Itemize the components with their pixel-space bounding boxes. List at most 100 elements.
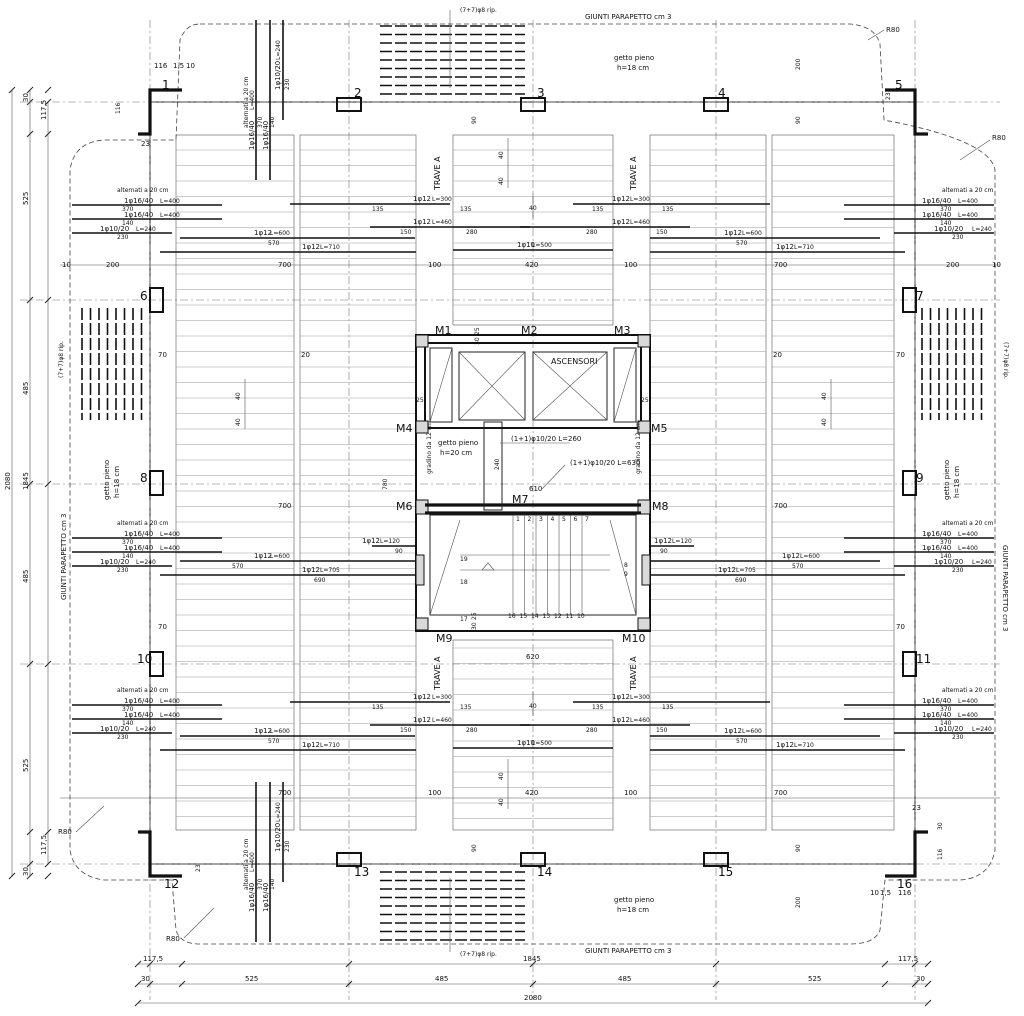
dim-700-ml: 700 [278,502,291,510]
core-d610: 610 [529,485,542,493]
wall-label-m5: M5 [651,422,668,435]
rebar-10-label: 1φ10/20 [934,558,963,566]
bottom-dimension-labels: 117,5 1845 117,5 30 525 485 485 525 30 2… [141,955,925,1002]
dim-116-d: 116 [937,848,944,860]
dim-100-l: 100 [428,261,441,269]
core-d25-top: 25 [474,327,481,335]
stair-step-1: 1 [516,516,520,523]
dim-420-b: 420 [525,789,538,797]
dim-90-c: 90 [471,844,478,852]
rebar-v-230: 230 [284,840,291,852]
dim-100-r: 100 [624,261,637,269]
dim-tick [924,999,932,1007]
rebar-12-460-r: 1φ12 [612,218,630,226]
trave-a-3: TRAVE A [433,656,442,691]
rebar-v-140: 140 [269,116,276,128]
giunti-left: GIUNTI PARAPETTO cm 3 [60,514,68,601]
rebar-40-b: 40 [498,798,505,806]
r80-tr: R80 [886,26,900,34]
rebar-12-300-rL: L=300 [630,196,650,203]
rebar-12-600-rL: L=600 [742,230,762,237]
rebar-12-710-l: 1φ12 [302,741,320,749]
wall-label-m4: M4 [396,422,413,435]
rebar-230: 230 [117,567,129,574]
wall-label-m3: M3 [614,324,631,337]
dim-420: 420 [525,261,538,269]
rebar-16-label-b: 1φ16/40 [124,711,153,719]
rebar-12-710-lL: L=710 [320,742,340,749]
rebar-v-370: 370 [257,116,264,128]
rebar-12-120-l: 1φ12 [362,537,380,545]
stair-arrow [481,562,495,571]
rebar-16-len-b: L=400 [160,212,180,219]
dim-15-b: 1,5 [880,889,891,897]
giunti-bottom: GIUNTI PARAPETTO cm 3 [585,947,672,955]
dim-tick [529,980,537,988]
dim-tick [345,980,353,988]
column-label-9: 9 [916,471,924,485]
stair-step-10: 10 [577,613,585,620]
bars78-bottom: (7+7)φ8 rip. [460,951,497,958]
rebar-16-len: L=400 [160,698,180,705]
rebar-12-600-r: 1φ12 [724,229,742,237]
core-h20: h=20 cm [440,449,472,457]
rebar-140: 140 [122,220,134,227]
bdim-1-a: 117,5 [143,955,163,963]
rebar-12-300-r: 1φ12 [612,195,630,203]
rebar-10-len: L=240 [136,226,156,233]
rebar-12-600-l: 1φ12 [254,229,272,237]
rebar-v-16: 1φ16/40 [248,883,256,912]
rebar-370: 370 [940,206,952,213]
rebar-40-b: 40 [498,177,505,185]
getto-left: getto pieno [103,460,111,500]
core-bar-260: (1+1)φ10/20 L=260 [511,435,581,443]
dim-23-d: 23 [195,864,202,872]
dim-70-c: 70 [158,623,167,631]
rebar-12-705-r: 1φ12 [718,566,736,574]
dim-200-t: 200 [795,58,802,70]
rebar-690-r: 690 [735,577,747,584]
column-label-16: 16 [897,877,912,891]
getto-top: getto pieno [614,54,654,62]
rebar-135-c: 135 [460,704,472,711]
dim-tick [26,296,34,304]
rebar-16-label: 1φ16/40 [124,530,153,538]
dim-700-mr: 700 [774,502,787,510]
dim-700-bl: 700 [278,789,291,797]
core-gradino-right: gradino da 12 cm [635,421,642,474]
rebar-12-460-l: 1φ12 [413,716,431,724]
columns [138,88,928,878]
rebar-16-len: L=400 [958,698,978,705]
bdim-total: 2080 [524,994,542,1002]
rebar-280-r: 280 [586,229,598,236]
dim-tick [911,960,919,968]
rebar-40-b: 40 [235,418,242,426]
dim-10-l: 10 [62,261,71,269]
dim-20-b: 20 [773,351,782,359]
trave-a-4: TRAVE A [629,656,638,691]
r80-bl: R80 [166,935,180,943]
rebar-12-460-r: 1φ12 [612,716,630,724]
stair-step-11: 11 [566,613,574,620]
dim-tick [44,480,52,488]
stair-step-7: 7 [585,516,589,523]
rebar-570-mr: 570 [792,563,804,570]
rebar-140: 140 [940,553,952,560]
dim-tick [44,86,52,94]
rebar-12-600-lL: L=600 [270,728,290,735]
rebar-16-label-b: 1φ16/40 [922,211,951,219]
rebar-16-len-b: L=400 [958,212,978,219]
dim-tick [44,872,52,880]
dimension-ticks [8,86,932,1007]
ascensori-label: ASCENSORI [551,357,597,366]
dim-tick [44,660,52,668]
rebar-12-120-rL: L=120 [672,538,692,545]
core-d25b: 25 [641,397,649,404]
rebar-v-16b: 1φ16/40 [262,883,270,912]
rebar-280-l: 280 [466,727,478,734]
